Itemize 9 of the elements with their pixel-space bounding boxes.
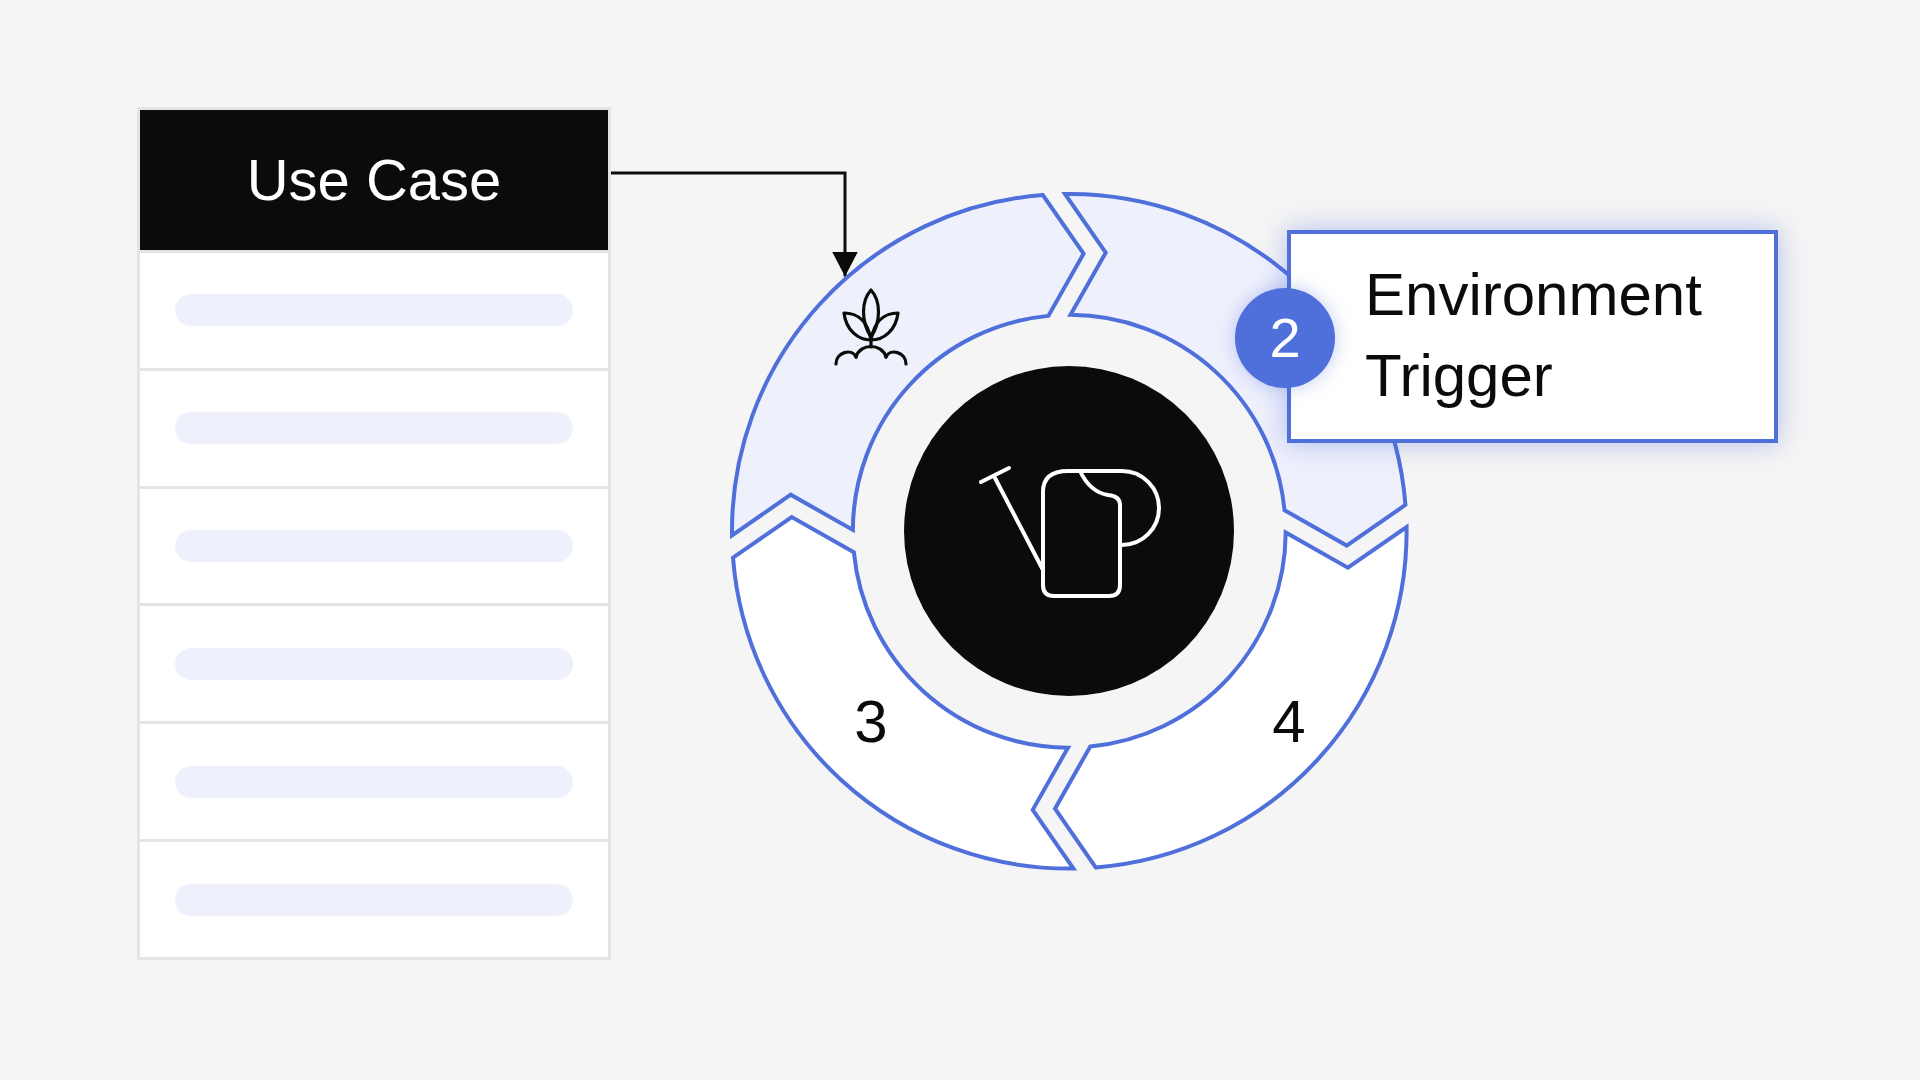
step-number: 4 — [1272, 692, 1306, 752]
arrow — [611, 171, 858, 277]
table — [137, 107, 611, 960]
cycle-segment — [729, 192, 1086, 538]
center-circle — [904, 366, 1234, 696]
step-number: 3 — [854, 692, 888, 752]
cycle-segment — [730, 514, 1076, 871]
cycle-segment — [1052, 524, 1409, 870]
table-header: Use Case — [140, 110, 608, 250]
